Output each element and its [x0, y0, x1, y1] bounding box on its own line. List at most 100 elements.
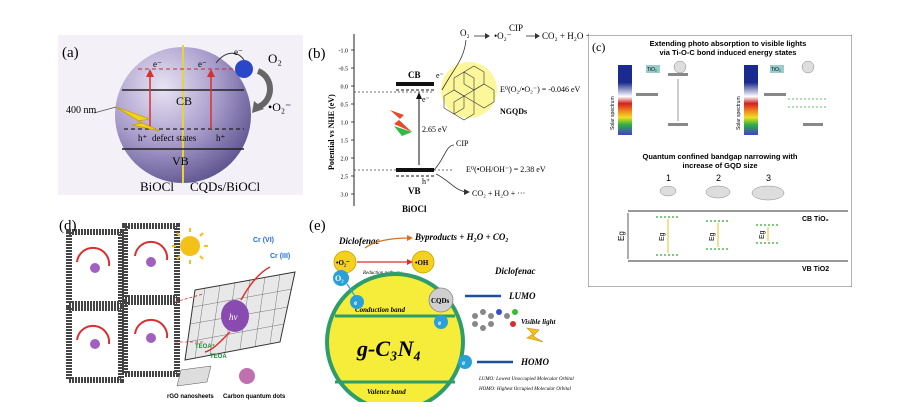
vb-tio2-label: VB TiO2 [802, 266, 829, 273]
cb-label: CB [176, 94, 192, 108]
panel-b-diagram: (b) Potential vs NHE (eV) -1.0 -0.5 0.0 0.5… [308, 23, 602, 214]
wavelength-pointer [93, 106, 117, 114]
ngqds-label: NGQDs [500, 107, 527, 116]
teoa-label: TEOA [210, 354, 227, 360]
o2-label: O₂ [268, 51, 282, 66]
cb-label-b: CB [408, 70, 421, 80]
panel-a: (a) e⁻ e⁻ e⁻ O₂ •O₂⁻ 400 nm CB VB h⁺ def… [58, 35, 303, 195]
e-transfer-arrow [441, 39, 467, 91]
panel-c: (c) Extending photo absorption to visibl… [587, 34, 853, 288]
cqd-particle [221, 300, 249, 332]
cip-oxidation-arrow [433, 144, 455, 171]
panel-a-letter: (a) [62, 45, 79, 61]
gap-label: 2.65 eV [422, 125, 448, 134]
cb-bar [396, 82, 434, 86]
ngqd-flake [443, 65, 495, 121]
y-axis-label: Potential vs NHE (eV) [327, 94, 336, 170]
gqd-small [659, 185, 677, 197]
gqd-size-1: 1 [666, 173, 671, 183]
degradation-arrow [364, 237, 410, 249]
homo-def: HOMO: Highest Occupied Molecular Orbital [478, 387, 572, 392]
panel-b-letter: (b) [308, 46, 326, 62]
electron-2: e [438, 319, 441, 327]
electron-label-mid: e⁻ [198, 59, 207, 69]
y-tick-label: 0.5 [341, 103, 349, 109]
gqd-levels [656, 216, 780, 256]
redox-oh: E⁰(•OH/OH⁻) = 2.38 eV [466, 165, 546, 174]
c-level-4 [764, 93, 786, 96]
conduction-label: Conduction band [355, 306, 405, 314]
top-cip: CIP [509, 23, 523, 33]
e-minus-1: e⁻ [436, 71, 444, 80]
eg-label-1: Eg [659, 232, 666, 241]
gqd-medium [705, 185, 731, 199]
electron-bubble-2 [434, 315, 448, 329]
biocl-label-b: BiOCl [402, 204, 427, 214]
rgo-framework [66, 223, 180, 383]
gcn-label: g-C₃N₄ [356, 336, 421, 361]
products-arrow [435, 173, 467, 193]
bioclslabel: BiOCl [140, 179, 174, 194]
c-title-3: Quantum confined bandgap narrowing with [643, 152, 798, 161]
o2-bubble [333, 270, 349, 286]
wavelength-label: 400 nm [66, 105, 97, 116]
gqd-blob-a [673, 60, 687, 74]
lumo-label: LUMO [508, 291, 536, 301]
panel-e-letter: (e) [309, 218, 326, 234]
electron-transfer-arrow [215, 52, 245, 64]
y-tick-label: 0.0 [341, 85, 349, 91]
c-title-1: Extending photo absorption to visible li… [650, 39, 807, 48]
electron-1: e [354, 299, 357, 307]
homo-label: HOMO [520, 357, 550, 367]
solar-label-2: Solar spectrum [736, 96, 742, 130]
cb-tio2-label: CB TiO₂ [802, 216, 829, 223]
o2-reduction-arrow [256, 68, 273, 110]
sun-rays [172, 228, 208, 264]
vb-bar [396, 168, 434, 172]
spectrum-bar-1 [618, 65, 632, 135]
electron-bubble-3 [458, 355, 472, 369]
cr3-label: Cr (III) [270, 253, 290, 260]
byproducts-label: Byproducts + H₂O + CO₂ [414, 232, 509, 242]
hv-label: hv [229, 312, 238, 322]
o2-e-arrow [346, 283, 356, 297]
valence-label: Valence band [367, 388, 406, 396]
panel-b: (b) Potential vs NHE (eV) -1.0 -0.5 0.0 0.5… [304, 20, 604, 215]
electron-label-left: e⁻ [153, 59, 162, 69]
panel-c-diagram: (c) Extending photo absorption to visibl… [587, 34, 853, 288]
c-level-3 [668, 123, 688, 126]
o2r-label: •O₂⁻ [336, 259, 350, 267]
gqd-size-2: 2 [716, 173, 721, 183]
cr6-label: Cr (VI) [253, 237, 274, 244]
hole-label: h⁺ [138, 133, 148, 143]
defect-label: defect states [152, 133, 197, 143]
electron-3: e [462, 359, 465, 367]
cr-reduction-arrow [240, 266, 271, 301]
y-tick-label: -0.5 [339, 67, 349, 73]
sun-icon [180, 236, 200, 256]
ngqd-glow [441, 62, 497, 118]
cqd-legend-icon [239, 368, 255, 384]
redox-o2: E⁰(O₂/•O₂⁻) = -0.046 eV [500, 85, 581, 94]
products-label: CO₂ + H₂O + ··· [472, 189, 525, 198]
top-o2: O₂ [460, 28, 470, 38]
y-ticks: -1.0-0.50.00.51.01.52.02.53.0 [339, 49, 354, 199]
e-minus-2: e⁻ [422, 95, 430, 104]
panel-e-diagram: (e) Diclofenac Byproducts + H₂O + CO₂ •O… [309, 218, 574, 407]
cqds-label-e: CQDs [431, 297, 450, 305]
top-radical: •O₂⁻ [494, 31, 512, 41]
gqd-blob-b [801, 60, 815, 74]
visible-light-label: Visible light [521, 318, 556, 326]
c-title-4: increase of GQD size [682, 161, 757, 170]
panel-d-diagram: (d) [59, 218, 296, 400]
tio2-label-b: TiO₂ [771, 67, 781, 73]
light-bolt-icon [390, 110, 412, 132]
solar-label-1: Solar spectrum [610, 96, 616, 130]
diclofenac-molecule [472, 309, 518, 331]
y-tick-label: 1.5 [341, 139, 349, 145]
cip-label: CIP [456, 139, 469, 148]
oh-label: •OH [415, 259, 429, 267]
diclofenac-top: Diclofenac [338, 236, 380, 246]
c-title-2: via Ti-O-C bond induced energy states [660, 48, 797, 57]
y-tick-label: -1.0 [339, 49, 349, 55]
